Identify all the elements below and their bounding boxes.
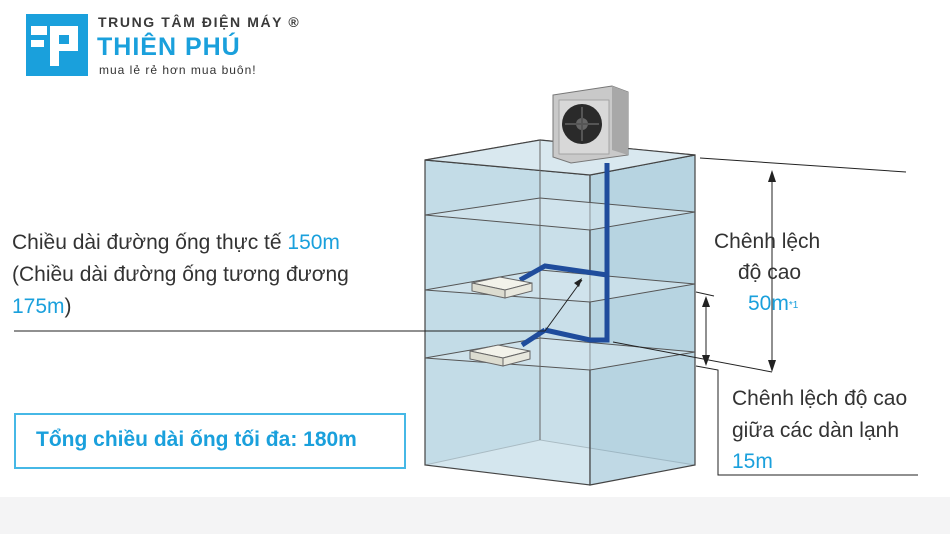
pipe-length-line-3: 175m): [12, 292, 72, 322]
pipe-length-label: Chiều dài đường ống thực tế: [12, 231, 288, 254]
indoor-diff-line-1: Chênh lệch độ cao: [732, 387, 908, 410]
pipe-length-arrowhead: [574, 278, 582, 287]
indoor-diff-value: 15m: [732, 450, 773, 473]
pipe-length-actual-value: 150m: [287, 231, 340, 254]
pipe-length-pointer: [544, 279, 583, 332]
pipe-length-equivalent-value: 175m: [12, 295, 65, 318]
indoor-arrow-bottom: [702, 355, 710, 366]
indoor-diff-line-2: giữa các dàn lạnh: [732, 419, 900, 442]
floor-line-1: [424, 197, 696, 231]
bottom-bar: [0, 497, 950, 534]
indoor-arrow-top: [702, 296, 710, 307]
height-arrow-bottom: [768, 360, 776, 372]
brand-top-line: TRUNG TÂM ĐIỆN MÁY ®: [98, 14, 301, 30]
height-diff-line-1: Chênh lệch: [714, 230, 821, 253]
height-arrow-top: [768, 170, 776, 182]
brand-name: THIÊN PHÚ: [97, 33, 241, 61]
top-bar: [0, 0, 950, 36]
pipe-upper-branch: [518, 263, 608, 283]
height-ref-bottom: [612, 341, 773, 373]
total-length-box: Tổng chiều dài ống tối đa: 180m: [14, 413, 406, 469]
height-diff-number: 50m: [748, 292, 789, 315]
pipe-main: [544, 163, 610, 343]
height-ref-top: [699, 157, 907, 173]
pipe-length-close-paren: ): [64, 295, 72, 318]
pipe-length-line-2: (Chiều dài đường ống tương đương: [12, 263, 349, 286]
indoor-ref-top: [695, 291, 715, 297]
total-length-label: Tổng chiều dài ống tối đa: 180m: [36, 428, 357, 451]
indoor-unit-icon: [469, 344, 531, 367]
pipe-lower-branch: [520, 327, 547, 348]
brand-slogan: mua lẻ rẻ hơn mua buôn!: [99, 63, 257, 77]
height-diff-line-2: độ cao: [738, 261, 802, 284]
logo-icon: [26, 14, 88, 76]
indoor-leader: [695, 365, 918, 476]
height-diff-footnote: *1: [788, 300, 799, 311]
indoor-unit-icon: [471, 276, 533, 299]
pipe-length-line-1: Chiều dài đường ống thực tế 150m: [12, 228, 340, 258]
height-diff-value: 50m*1: [748, 289, 798, 319]
fan-icon: [562, 104, 602, 144]
